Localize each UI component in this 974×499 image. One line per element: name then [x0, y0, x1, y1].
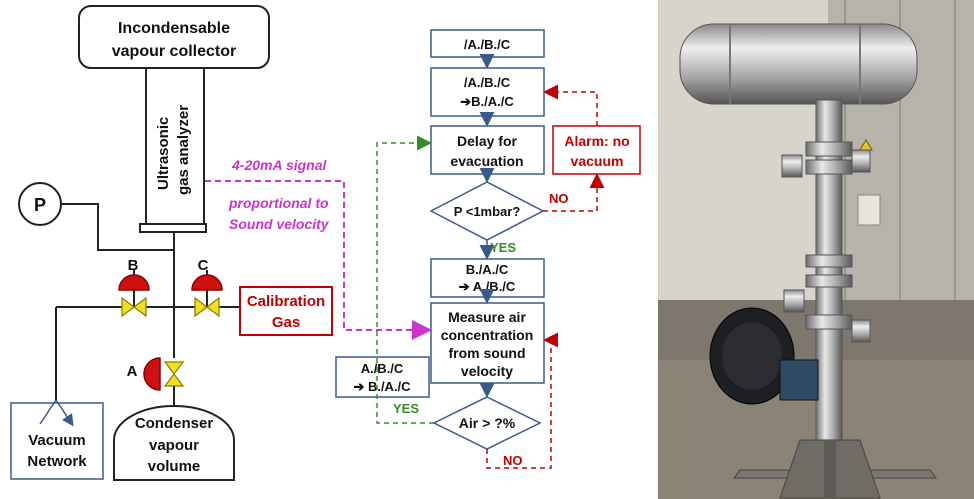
flow-box-2-label-2: ➔B./A./C: [460, 94, 514, 109]
pressure-label: P: [34, 195, 46, 215]
calibration-label-2: Gas: [272, 314, 300, 331]
vacuum-arrows: [39, 399, 72, 424]
condenser-vessel: [113, 405, 235, 481]
signal-line: [205, 180, 432, 340]
vacuum-label-1: Vacuum: [28, 432, 86, 449]
decision-pressure-no: NO: [549, 191, 569, 206]
valve-b-label: B: [128, 257, 139, 274]
alarm-label-1: Alarm: no: [564, 133, 629, 149]
delay-label-1: Delay for: [457, 133, 517, 149]
decision-air-no: NO: [503, 453, 523, 468]
collector-label-2: vapour collector: [112, 43, 236, 60]
analyzer-base: [139, 223, 207, 233]
measure-label-2: concentration: [441, 327, 534, 343]
delay-box: [430, 125, 545, 175]
decision-air-yes: YES: [393, 401, 419, 416]
pressure-gauge: [18, 182, 62, 226]
analyzer-tube: [145, 68, 205, 224]
vacuum-network-box: [10, 402, 104, 480]
condenser-label-2: vapour: [149, 437, 199, 454]
signal-label-2: proportional to: [228, 195, 329, 211]
analyzer-label-1: Ultrasonic: [155, 117, 172, 190]
flow-box-2-label-1: /A./B./C: [464, 75, 511, 90]
flow-box-1-label: /A./B./C: [464, 37, 511, 52]
measure-label-1: Measure air: [448, 309, 526, 325]
decision-pressure-yes: YES: [490, 240, 516, 255]
pipe-pressure: [60, 203, 174, 251]
no-path-loop: [486, 332, 558, 469]
condenser-label-3: volume: [148, 458, 201, 475]
yes-path-loop: [376, 135, 434, 424]
valve-b: [118, 274, 150, 318]
flow-box-3-label-1: B./A./C: [466, 262, 509, 277]
alarm-box: [552, 125, 641, 175]
valve-c-label: C: [198, 257, 209, 274]
calibration-gas-box: [239, 286, 333, 336]
measure-label-3: from sound: [449, 345, 526, 361]
measure-label-4: velocity: [461, 363, 513, 379]
side-label-2: ➔ B./A./C: [353, 379, 411, 394]
collector-label-1: Incondensable: [118, 20, 230, 37]
valve-a: [143, 357, 185, 391]
device-photo: [658, 0, 974, 499]
flow-box-3-label-2: ➔ A./B./C: [459, 279, 516, 294]
measure-box: [430, 302, 545, 384]
side-label-1: A./B./C: [361, 361, 404, 376]
side-box: [335, 356, 430, 398]
signal-label-1: 4-20mA signal: [231, 157, 328, 173]
collector-box: [78, 5, 270, 69]
decision-air-label: Air > ?%: [459, 415, 516, 431]
schematic: Incondensable vapour collector Ultrasoni…: [10, 5, 432, 481]
no-path-to-alarm: [543, 173, 605, 212]
delay-label-2: evacuation: [450, 153, 523, 169]
flowchart: /A./B./C /A./B./C ➔B./A./C Delay for eva…: [335, 29, 641, 469]
analyzer-label-2: gas analyzer: [175, 105, 192, 195]
calibration-label-1: Calibration: [247, 293, 325, 310]
condenser-label-1: Condenser: [135, 415, 214, 432]
alarm-label-2: vacuum: [571, 153, 624, 169]
valve-a-label: A: [127, 363, 138, 380]
vacuum-label-2: Network: [27, 453, 87, 470]
signal-label-3: Sound velocity: [229, 216, 330, 232]
alarm-back-path: [543, 84, 598, 126]
decision-pressure-label: P <1mbar?: [454, 204, 521, 219]
valve-c: [191, 274, 223, 318]
